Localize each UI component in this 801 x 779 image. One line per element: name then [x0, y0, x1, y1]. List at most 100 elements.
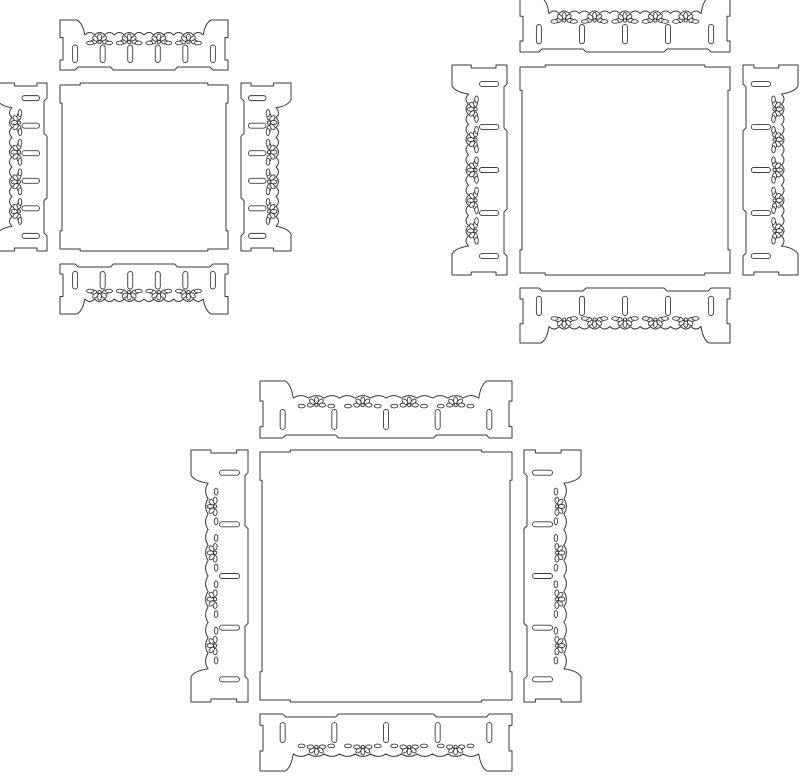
slot: [127, 44, 134, 63]
lace-flower: [115, 288, 143, 301]
slot: [750, 124, 771, 130]
lace-flower: [206, 580, 219, 618]
lace-flower: [672, 316, 700, 328]
lace-flower: [145, 33, 173, 46]
lace-flower: [344, 743, 382, 756]
slot: [622, 295, 628, 316]
lace-flower: [174, 288, 202, 301]
slot: [750, 253, 771, 260]
slot: [434, 722, 441, 743]
lace-flower: [467, 95, 479, 123]
slot: [248, 232, 267, 239]
side-panel-outline: [59, 19, 229, 71]
lace-flower: [436, 396, 475, 409]
lace-flower: [771, 217, 783, 245]
lace-flower: [86, 33, 114, 46]
slot: [99, 44, 106, 63]
slot: [479, 167, 500, 173]
slot: [219, 676, 240, 683]
lace-flower: [553, 626, 566, 665]
lace-flower: [265, 138, 278, 166]
slot: [219, 521, 240, 528]
lace-flower: [553, 580, 566, 618]
slot: [532, 469, 553, 476]
slot: [434, 409, 441, 430]
lace-flower: [436, 743, 475, 756]
lace-flower: [10, 197, 23, 225]
side-panel-outline: [240, 82, 292, 252]
slot: [750, 80, 771, 87]
slot: [622, 24, 628, 45]
box-kit: [451, 0, 799, 344]
side-panel-outline: [0, 82, 48, 252]
slot: [383, 409, 389, 430]
lace-flower: [344, 396, 382, 409]
right-panel: [523, 449, 582, 703]
slot: [665, 24, 672, 45]
slot: [750, 167, 771, 173]
lace-flower: [390, 743, 428, 756]
slot: [479, 123, 500, 130]
slot: [127, 271, 134, 290]
lace-flower: [206, 534, 219, 572]
lace-flower: [206, 487, 219, 526]
slot: [535, 24, 542, 45]
lace-flower: [174, 33, 202, 46]
lace-flower: [265, 197, 278, 225]
lace-flower: [467, 125, 479, 154]
slot: [532, 676, 553, 683]
lace-flower: [10, 138, 23, 166]
slot: [209, 44, 216, 63]
lace-flower: [115, 33, 143, 46]
box-kit: [0, 19, 292, 315]
slot: [209, 271, 216, 290]
lace-flower: [206, 626, 219, 665]
top-panel: [519, 0, 731, 53]
slot: [72, 271, 79, 290]
slot: [248, 95, 267, 102]
slot: [248, 122, 267, 129]
slot: [248, 150, 267, 157]
lace-flower: [10, 109, 23, 137]
slot: [665, 295, 671, 316]
base-panel: [59, 82, 229, 252]
slot: [532, 573, 553, 579]
lace-flower: [580, 316, 609, 328]
slot: [486, 409, 493, 430]
slot: [21, 95, 40, 102]
box-kit: [190, 380, 582, 772]
lace-flower: [145, 288, 173, 301]
slot: [479, 253, 500, 260]
slot: [486, 722, 493, 743]
lace-flower: [553, 534, 566, 572]
lace-flower: [265, 109, 278, 137]
slot: [21, 205, 40, 212]
base-panel: [259, 449, 513, 703]
slot: [248, 177, 267, 184]
slot: [331, 722, 338, 743]
lace-flower: [297, 396, 336, 409]
top-panel: [59, 19, 229, 71]
slot: [72, 44, 79, 63]
lace-flower: [10, 168, 23, 196]
lace-flower: [580, 12, 609, 24]
lace-flower: [771, 186, 783, 215]
slot: [21, 150, 40, 157]
bottom-panel: [519, 287, 731, 344]
slot: [21, 177, 40, 184]
lace-flower: [611, 316, 639, 328]
slot: [21, 232, 40, 239]
slot: [708, 24, 715, 45]
lace-flower: [641, 316, 670, 328]
slot: [331, 409, 338, 430]
slot: [182, 44, 189, 63]
slot: [182, 271, 189, 290]
slot: [219, 469, 240, 476]
slot: [248, 205, 267, 212]
slot: [535, 295, 542, 316]
left-panel: [451, 64, 508, 276]
lace-flower: [390, 396, 428, 409]
slot: [99, 271, 106, 290]
